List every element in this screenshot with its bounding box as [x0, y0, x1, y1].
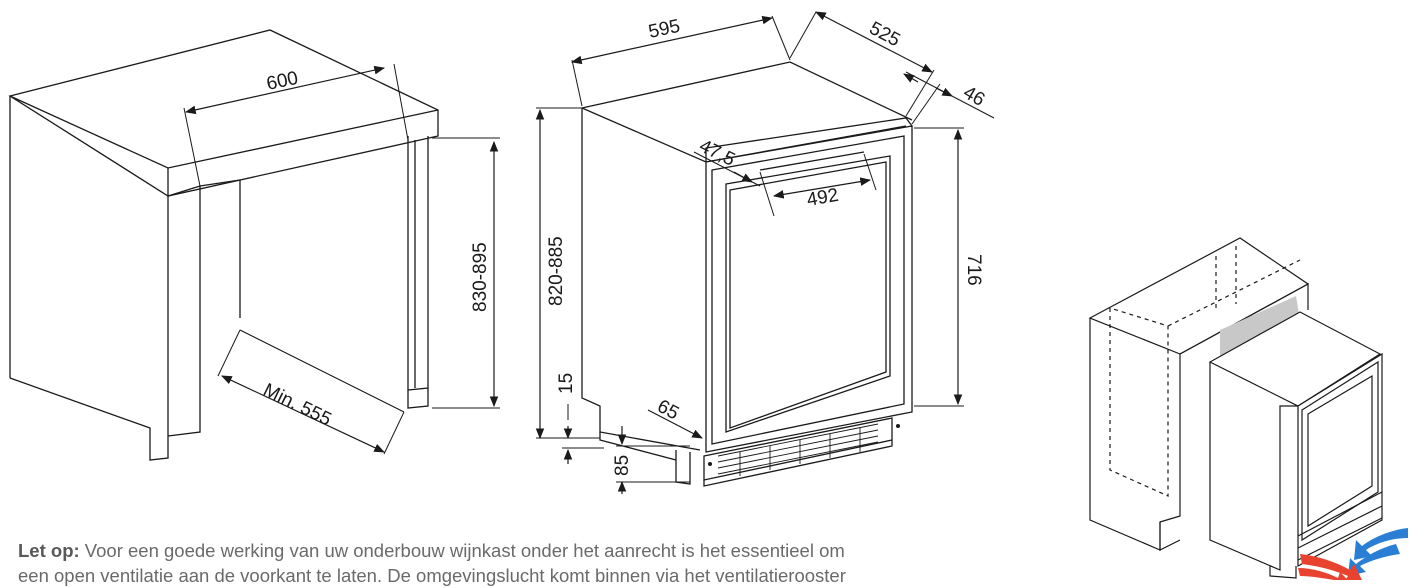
airflow-out-arrow-2	[1298, 568, 1348, 580]
cabinet-height-dimension: 830-895	[432, 137, 500, 409]
cabinet-drawing	[8, 29, 439, 461]
cabinet-width-dimension: 600	[183, 63, 409, 187]
grille-screw-right	[896, 424, 900, 428]
unit-height-dimension: 820-885	[535, 107, 600, 440]
dim-plinth-setback: 65	[654, 396, 683, 424]
installed-view	[1088, 237, 1383, 579]
dim-door-thickness: 46	[960, 82, 989, 111]
ventilation-grille	[717, 423, 879, 476]
installation-note: Let op: Voor een goede werking van uw on…	[18, 538, 1098, 588]
airflow-out-arrow	[1300, 554, 1362, 582]
unit-depth-dimension: 525	[789, 11, 935, 117]
airflow-arrows	[1298, 528, 1408, 582]
airflow-in-arrow-2	[1348, 544, 1400, 576]
dim-foot-height: 15	[556, 373, 577, 394]
dim-door-height: 716	[963, 254, 984, 286]
unit-width-dimension: 595	[570, 16, 791, 107]
door-height-dimension: 716	[914, 127, 984, 407]
cabinet-depth-dimension: Min. 555	[217, 329, 405, 455]
dim-cabinet-depth: Min. 555	[260, 380, 335, 431]
grille-screw-left	[708, 462, 712, 466]
dim-cabinet-height: 830-895	[470, 242, 491, 312]
wine-cooler-drawing	[581, 61, 913, 487]
dim-unit-depth: 525	[866, 18, 904, 51]
foot-height-dimension: 15	[556, 373, 604, 464]
dim-unit-height: 820-885	[546, 236, 567, 306]
plinth-setback-dimension: 65	[647, 396, 703, 439]
plinth-height-dimension: 85	[612, 426, 690, 494]
note-line-2: een open ventilatie aan de voorkant te l…	[18, 565, 846, 586]
note-line-1: Voor een goede werking van uw onderbouw …	[84, 540, 845, 561]
airflow-in-arrow	[1354, 528, 1408, 560]
note-lead: Let op:	[18, 540, 80, 561]
dim-plinth-height: 85	[612, 455, 633, 476]
